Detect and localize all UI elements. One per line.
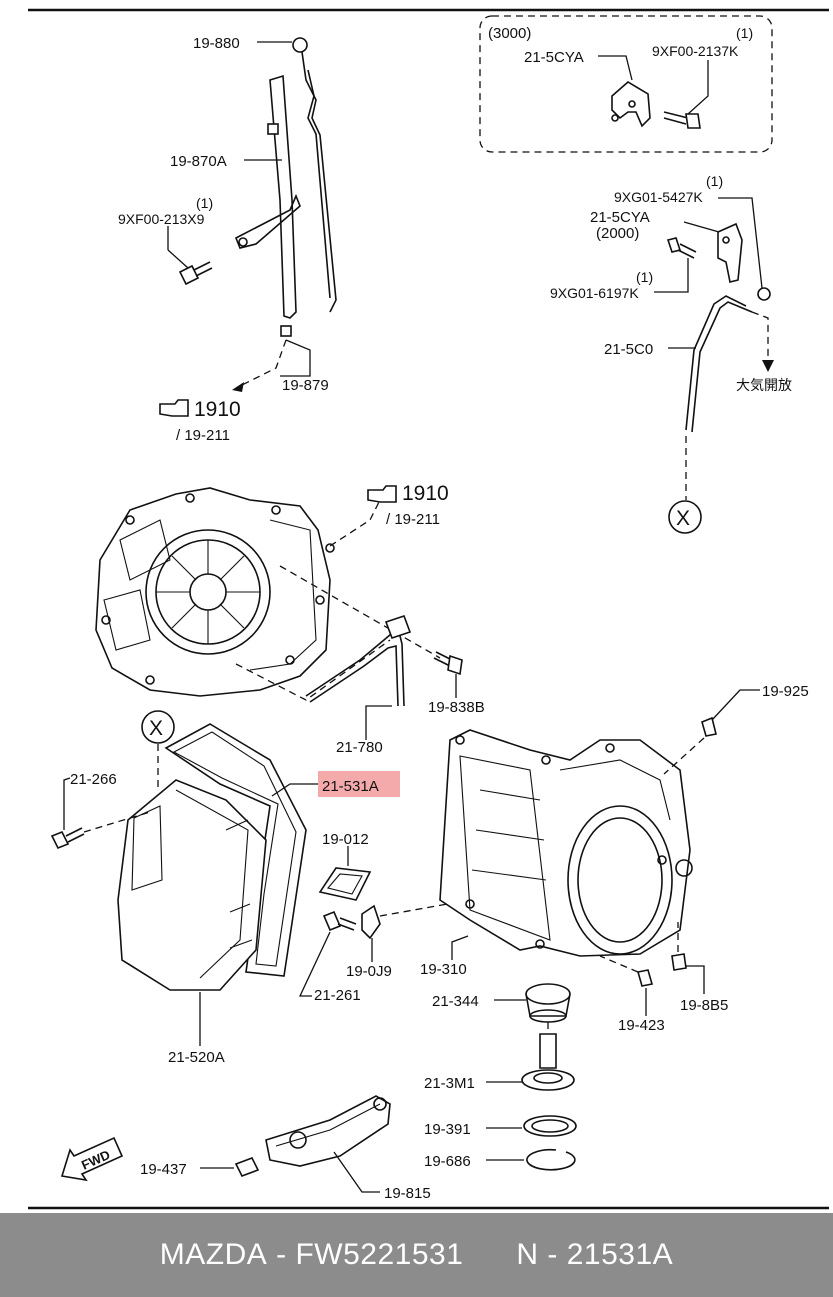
label-21-520a: 21-520A [168, 1049, 225, 1066]
label-19-879: 19-879 [282, 377, 329, 394]
transmission-case [95, 487, 335, 697]
tube-21-780 [305, 614, 412, 707]
label-9xf00-2137k: 9XF00-2137K [652, 43, 739, 59]
converter-housing-19-310 [439, 729, 693, 957]
bolt-9xf00-213x9 [178, 261, 213, 286]
gear-21-344 [525, 983, 571, 1023]
magnet-19-012 [318, 867, 372, 901]
label-21-266: 21-266 [70, 771, 117, 788]
forward-direction-icon: FWD [60, 1136, 124, 1182]
label-21-3m1: 21-3M1 [424, 1075, 475, 1092]
label-ref-19-211-top: / 19-211 [176, 427, 230, 444]
label-9xg01-6197k: 9XG01-6197K [550, 285, 639, 301]
bolt-19-838b [433, 651, 463, 676]
footer-brand: MAZDA [159, 1238, 268, 1271]
highlight-21-531a [318, 771, 400, 797]
footer-catalog-ref: N - 21531A [516, 1238, 674, 1271]
label-21-780: 21-780 [336, 739, 383, 756]
clip-19-0j9 [361, 904, 381, 940]
label-qty-1b: (1) [736, 25, 753, 41]
breather-hose-21-5c0 [685, 295, 753, 433]
parts-diagram: 19-880 19-870A (1) 9XF00-213X9 19-879 19… [28, 8, 829, 1210]
plug-19-8b5 [671, 953, 687, 971]
group-3000-box [479, 15, 773, 153]
label-19-870a: 19-870A [170, 153, 227, 170]
label-qty-1d: (1) [636, 269, 653, 285]
bolt-21-266 [50, 827, 85, 850]
label-19-391: 19-391 [424, 1121, 471, 1138]
plug-19-437 [234, 1156, 260, 1178]
label-ref-1910-mid: 1910 [402, 482, 449, 505]
bolt-9xg01-6197k [666, 237, 697, 259]
label-qty-1a: (1) [196, 195, 213, 211]
label-19-310: 19-310 [420, 961, 467, 978]
strainer-19-815 [265, 1095, 391, 1167]
label-19-925: 19-925 [762, 683, 809, 700]
bolt-19-925 [701, 716, 717, 737]
bolt-9xf00-2137k [663, 111, 701, 129]
footer-separator: - [267, 1238, 296, 1271]
oil-pan-21-520a [117, 779, 267, 991]
label-19-838b: 19-838B [428, 699, 485, 716]
label-19-012: 19-012 [322, 831, 369, 848]
bracket-21-5cya-mid [717, 222, 743, 283]
part-footer: MAZDA - FW5221531 N - 21531A [0, 1213, 833, 1297]
dipstick-assembly [234, 37, 337, 337]
footer-part-number: FW5221531 [295, 1238, 464, 1271]
bolt-21-261 [322, 910, 357, 932]
reference-arrow-1910-top [159, 399, 189, 417]
footer-gap [463, 1238, 516, 1272]
label-group-2000: (2000) [596, 225, 639, 242]
label-19-686: 19-686 [424, 1153, 471, 1170]
svg-text:X: X [676, 507, 690, 530]
ring-19-391 [523, 1115, 577, 1137]
shaft-21-3m1 [521, 1033, 575, 1091]
snap-ring-19-686 [526, 1148, 576, 1171]
marker-x-left: X [141, 710, 175, 744]
label-19-437: 19-437 [140, 1161, 187, 1178]
label-ref-19-211-mid: / 19-211 [386, 511, 440, 528]
label-9xg01-5427k: 9XG01-5427K [614, 189, 703, 205]
label-21-344: 21-344 [432, 993, 479, 1010]
label-21-5cya-top: 21-5CYA [524, 49, 584, 66]
label-21-5c0: 21-5C0 [604, 341, 653, 358]
label-21-531a: 21-531A [322, 778, 379, 795]
bolt-19-423 [636, 969, 654, 987]
label-ref-1910-top: 1910 [194, 398, 241, 421]
reference-arrow-1910-mid [367, 485, 397, 503]
bracket-21-5cya-top [611, 81, 651, 128]
label-19-0j9: 19-0J9 [346, 963, 392, 980]
label-9xf00-213x9: 9XF00-213X9 [118, 211, 205, 227]
marker-x-top: X [668, 500, 702, 534]
label-qty-1c: (1) [706, 173, 723, 189]
label-19-423: 19-423 [618, 1017, 665, 1034]
svg-text:X: X [149, 717, 163, 740]
nut-9xg01-5427k [757, 287, 771, 301]
gasket-21-531a [164, 723, 307, 977]
label-vent-to-atmosphere: 大気開放 [736, 377, 792, 393]
label-21-261: 21-261 [314, 987, 361, 1004]
label-19-8b5: 19-8B5 [680, 997, 728, 1014]
label-19-880: 19-880 [193, 35, 240, 52]
label-19-815: 19-815 [384, 1185, 431, 1202]
label-group-3000: (3000) [488, 25, 531, 42]
label-21-5cya-mid: 21-5CYA [590, 209, 650, 226]
